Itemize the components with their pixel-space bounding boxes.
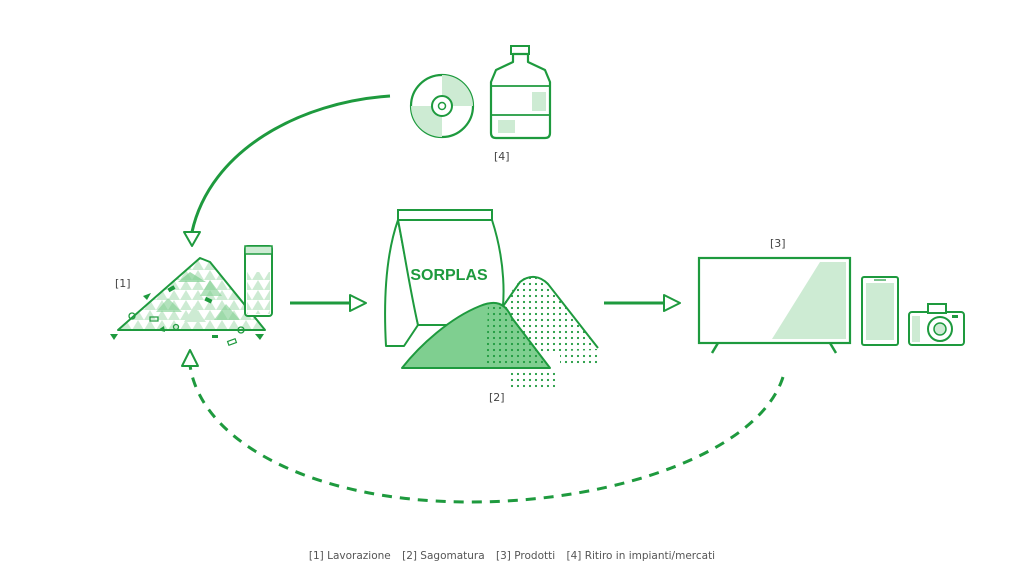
legend-item-3: [3] Prodotti — [496, 550, 556, 562]
recycle-dashed-arrow — [181, 349, 785, 504]
return-arrow — [183, 94, 391, 247]
arrow-1-to-2 — [290, 294, 367, 312]
step1-label: [1] — [115, 277, 131, 290]
step4-label: [4] — [494, 150, 510, 163]
camera-icon — [908, 303, 965, 346]
bag-label: SORPLAS — [410, 267, 488, 284]
plastic-pile-icon — [110, 257, 266, 347]
arrow-2-to-3 — [604, 294, 681, 312]
tv-icon — [697, 256, 852, 354]
step2-label: [2] — [489, 391, 505, 404]
water-jug-icon — [489, 45, 552, 140]
legend-item-4: [4] Ritiro in impianti/mercati — [566, 550, 716, 562]
cup-icon — [244, 245, 273, 317]
legend-item-2: [2] Sagomatura — [402, 550, 485, 562]
legend-item-1: [1] Lavorazione — [308, 550, 391, 562]
cd-icon — [409, 73, 475, 139]
sorplas-bag-icon: SORPLAS — [384, 209, 505, 347]
smartphone-icon — [861, 276, 899, 346]
pellet-pile-icon — [401, 276, 600, 388]
step3-label: [3] — [770, 237, 786, 250]
legend: [1] Lavorazione [2] Sagomatura [3] Prodo… — [0, 550, 1024, 562]
